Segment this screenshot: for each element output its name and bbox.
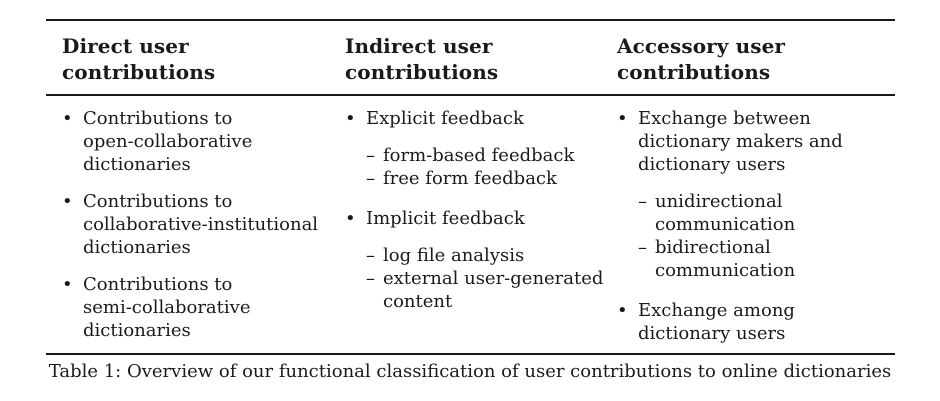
sub-item: –log file analysis (345, 244, 615, 267)
dash-marker: – (366, 145, 375, 166)
text-line: Exchange between (638, 108, 811, 129)
bullet-item: • Implicit feedback (345, 207, 615, 230)
dash-marker: – (366, 168, 375, 189)
text-line: Direct user (62, 34, 189, 58)
text-line: Indirect user (345, 34, 493, 58)
table-top-rule (46, 19, 895, 21)
bullet-marker: • (617, 108, 628, 129)
text-line: free form feedback (383, 168, 557, 189)
text-line: Contributions to (83, 191, 233, 212)
text-line: Implicit feedback (366, 208, 525, 229)
bullet-marker: • (345, 208, 356, 229)
bullet-marker: • (62, 108, 73, 129)
text-line: Contributions to (83, 274, 233, 295)
bullet-marker: • (345, 108, 356, 129)
text-line: communication (655, 260, 796, 281)
text-line: semi-collaborative (83, 297, 251, 318)
dash-marker: – (638, 237, 647, 258)
text-line: contributions (62, 60, 216, 84)
text-line: open-collaborative (83, 131, 253, 152)
sub-item: –free form feedback (345, 167, 615, 190)
text-line: log file analysis (383, 245, 525, 266)
text-line: bidirectional (655, 237, 771, 258)
text-line: collaborative-institutional (83, 214, 319, 235)
text-line: Accessory user (617, 34, 786, 58)
sub-item: –form-based feedback (345, 144, 615, 167)
dash-marker: – (366, 245, 375, 266)
table-header-rule (46, 94, 895, 96)
table-bottom-rule (46, 353, 895, 355)
text-line: dictionaries (83, 320, 191, 341)
text-line: form-based feedback (383, 145, 575, 166)
text-line: Explicit feedback (366, 108, 524, 129)
text-line: unidirectional (655, 191, 783, 212)
text-line: dictionary users (638, 154, 786, 175)
item-text: form-based feedback (383, 144, 574, 167)
text-line: Contributions to (83, 108, 233, 129)
text-line: Exchange among (638, 300, 795, 321)
item-text: Explicit feedback (366, 107, 524, 130)
text-line: communication (655, 214, 796, 235)
text-line: dictionaries (83, 237, 191, 258)
text-line: external user-generated (383, 268, 604, 289)
text-line: dictionary users (638, 323, 786, 344)
bullet-marker: • (62, 274, 73, 295)
bullet-item: • Explicit feedback (345, 107, 615, 130)
text-line: dictionary makers and (638, 131, 843, 152)
bullet-marker: • (62, 191, 73, 212)
column-body: •Explicit feedback–form-based feedback–f… (345, 107, 615, 313)
item-text: free form feedback (383, 167, 557, 190)
dash-marker: – (366, 268, 375, 289)
dash-marker: – (638, 191, 647, 212)
bullet-marker: • (617, 300, 628, 321)
text-line: contributions (345, 60, 499, 84)
table-caption: Table 1: Overview of our functional clas… (48, 361, 892, 382)
item-text: log file analysis (383, 244, 524, 267)
text-line: content (383, 291, 453, 312)
text-line: dictionaries (83, 154, 191, 175)
item-text: Implicit feedback (366, 207, 525, 230)
text-line: contributions (617, 60, 771, 84)
